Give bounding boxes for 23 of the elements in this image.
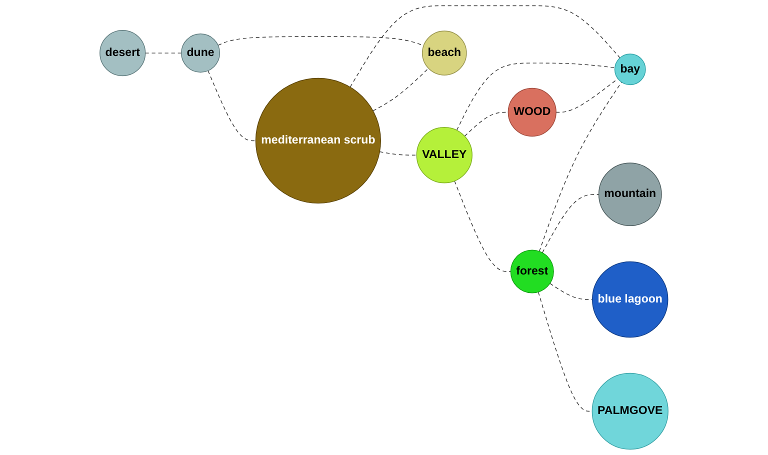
- connector: [464, 112, 509, 137]
- node-circle: WOOD: [508, 88, 556, 137]
- node-circle: VALLEY: [416, 127, 472, 184]
- connector: [456, 62, 616, 131]
- connector: [350, 5, 620, 88]
- connector: [372, 68, 429, 112]
- connector: [556, 78, 618, 113]
- connector: [538, 82, 622, 252]
- connector: [454, 180, 512, 272]
- connector: [144, 52, 182, 54]
- node-circle: forest: [510, 250, 554, 294]
- node-circle: blue lagoon: [592, 261, 668, 338]
- node-circle: desert: [100, 30, 146, 76]
- node-circle: mediterranean scrub: [255, 78, 381, 204]
- node-circle: PALMGOVE: [592, 372, 668, 450]
- connector: [208, 70, 256, 142]
- connector: [218, 36, 424, 46]
- connector: [379, 151, 418, 156]
- connector: [542, 194, 600, 254]
- node-circle: bay: [614, 54, 646, 86]
- node-circle: mountain: [598, 162, 662, 226]
- node-circle: beach: [422, 30, 467, 76]
- node-circle: dune: [181, 34, 220, 73]
